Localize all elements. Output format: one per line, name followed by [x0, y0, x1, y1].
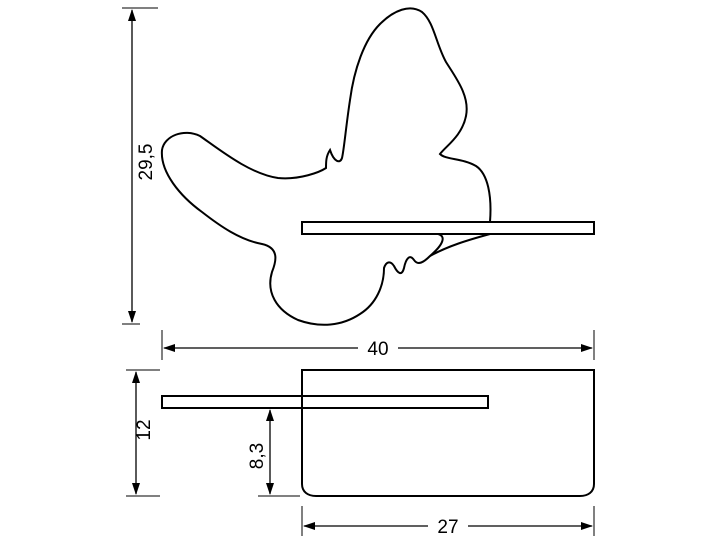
front-width-label: 40 [367, 339, 388, 360]
side-depth-label: 27 [437, 517, 458, 538]
side-height-dimension: 12 [126, 369, 160, 497]
side-shelf [161, 395, 489, 409]
lower-wing-outline [429, 233, 491, 257]
front-height-dimension: 29,5 [122, 7, 158, 325]
front-width-dimension: 40 [161, 330, 595, 360]
butterfly-outline [160, 7, 492, 326]
side-box-outline [301, 369, 595, 497]
front-height-label: 29,5 [136, 144, 157, 181]
shelf-height-dimension: 8,3 [247, 409, 300, 497]
shelf-height-label: 8,3 [247, 443, 268, 469]
side-depth-dimension: 27 [301, 506, 595, 538]
side-height-label: 12 [134, 419, 155, 440]
front-shelf [301, 221, 595, 235]
side-view [161, 369, 595, 497]
front-view [160, 7, 595, 326]
